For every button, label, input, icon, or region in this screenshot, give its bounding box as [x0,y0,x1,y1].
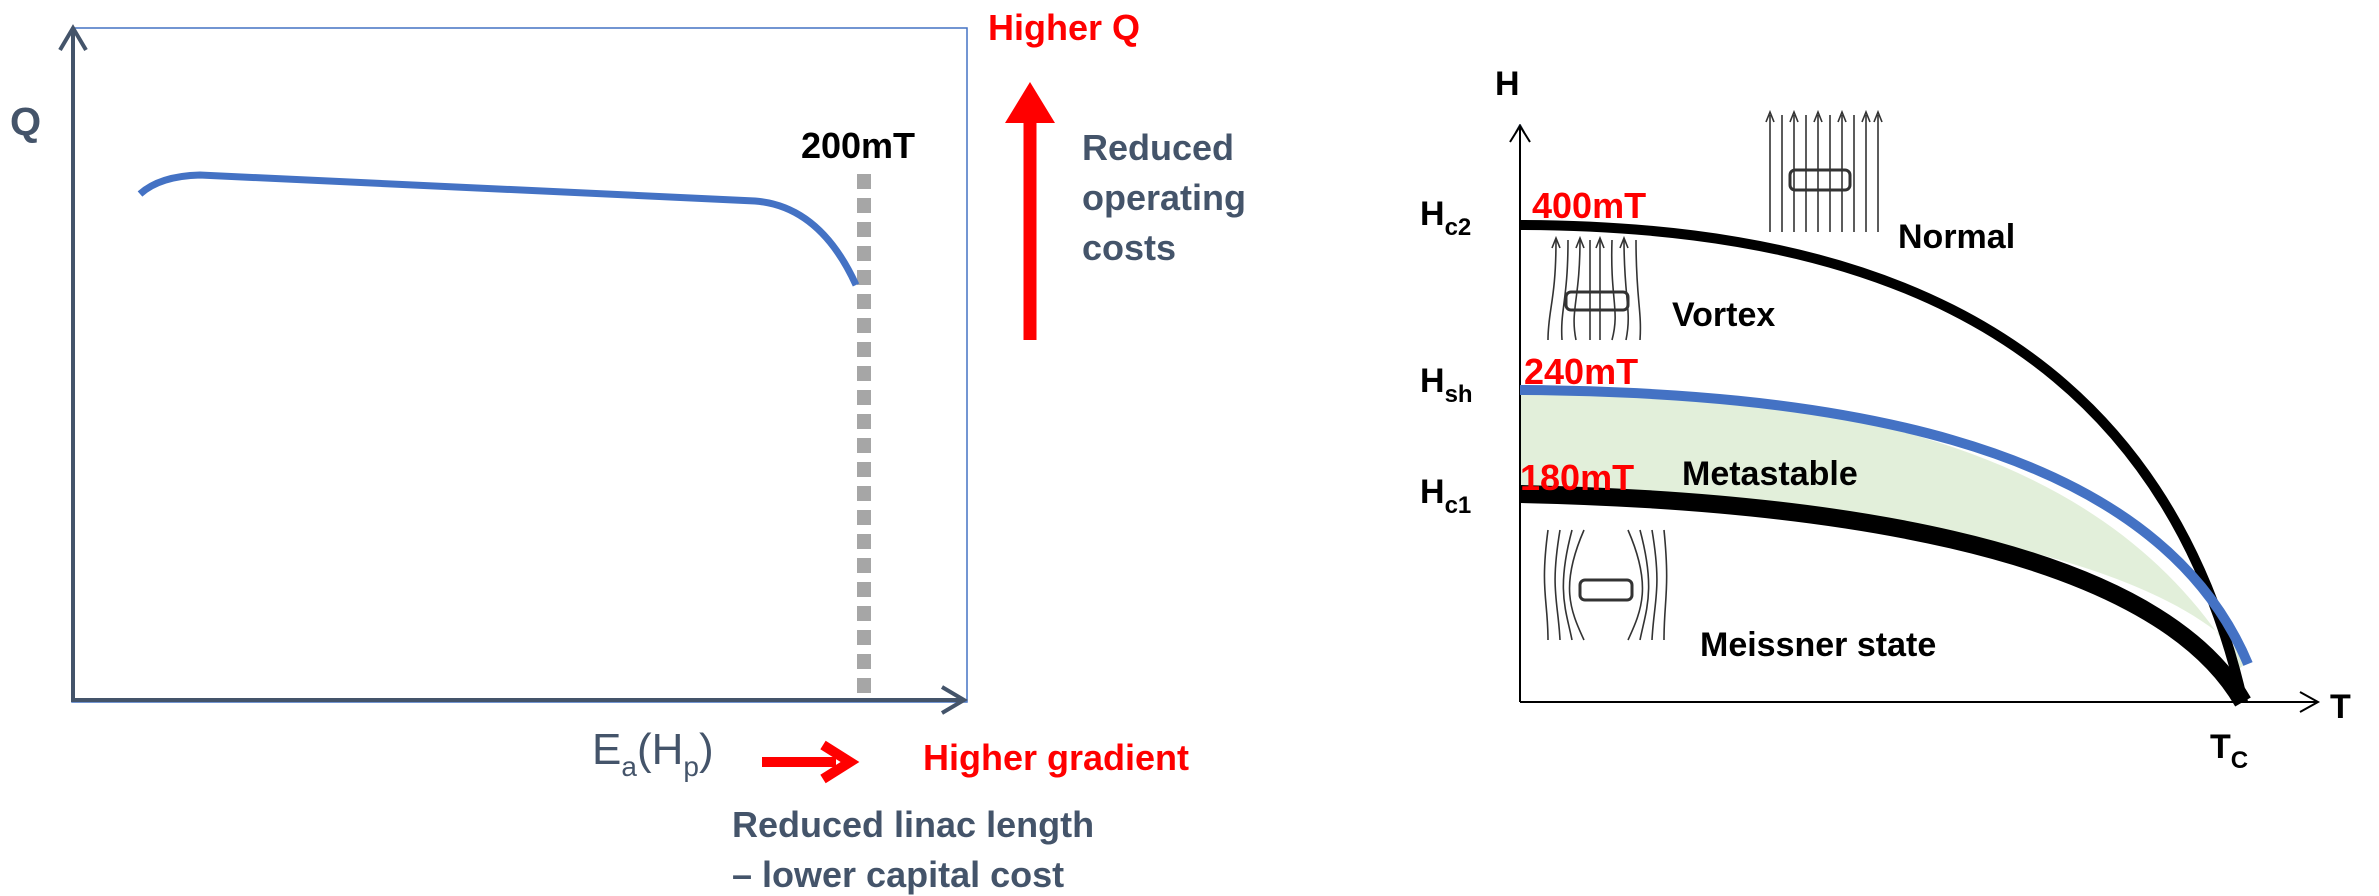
hc1-curve [1519,485,2251,707]
higher-gradient-arrowhead [820,740,860,784]
q-axis-label: Q [10,100,41,144]
200mt-label: 200mT [801,125,915,166]
q-vs-gradient-panel: 200mT Q Higher Q Reduced operating costs… [10,7,1246,895]
h-axis-arrowhead [1509,124,1531,143]
gradient-axis-arrowhead [940,685,968,715]
reduced-operating-line-1: Reduced [1082,127,1234,168]
reduced-linac-line-1: Reduced linac length [732,804,1094,845]
vortex-region-label: Vortex [1672,296,1775,334]
vortex-state-field-icon [1547,235,1642,341]
ea-hp-label: Ea(Hp) [592,725,714,782]
higher-q-arrowhead [1005,82,1055,123]
hsh-curve [1519,385,2253,666]
higher-q-label: Higher Q [988,7,1140,48]
reduced-operating-line-2: operating [1082,177,1246,218]
reduced-linac-line-2: – lower capital cost [732,854,1064,895]
q-axis-arrowhead [58,24,88,52]
metastable-region [1520,390,2248,668]
hc2-curve [1519,220,2248,704]
hsh-value: 240mT [1524,351,1638,392]
t-axis-label: T [2330,688,2351,726]
q-curve [137,171,860,287]
h-axis-label: H [1495,65,1520,103]
hc1-label: Hc1 [1420,473,1471,519]
normal-state-field-icon [1765,109,1883,232]
hc2-value: 400mT [1532,185,1646,226]
normal-region-label: Normal [1898,218,2015,256]
hc2-label: Hc2 [1420,195,1471,241]
higher-gradient-label: Higher gradient [923,737,1189,778]
hc1-value: 180mT [1520,457,1634,498]
t-axis-arrowhead [2299,691,2321,713]
metastable-region-label: Metastable [1682,455,1858,493]
reduced-operating-line-3: costs [1082,227,1176,268]
phase-diagram-panel: H T TC Hc2 Hsh Hc1 400mT 240mT 180mT Nor… [1420,65,2351,774]
hsh-label: Hsh [1420,362,1473,408]
tc-label: TC [2210,728,2248,774]
meissner-state-field-icon [1543,529,1668,641]
meissner-region-label: Meissner state [1700,626,1936,664]
